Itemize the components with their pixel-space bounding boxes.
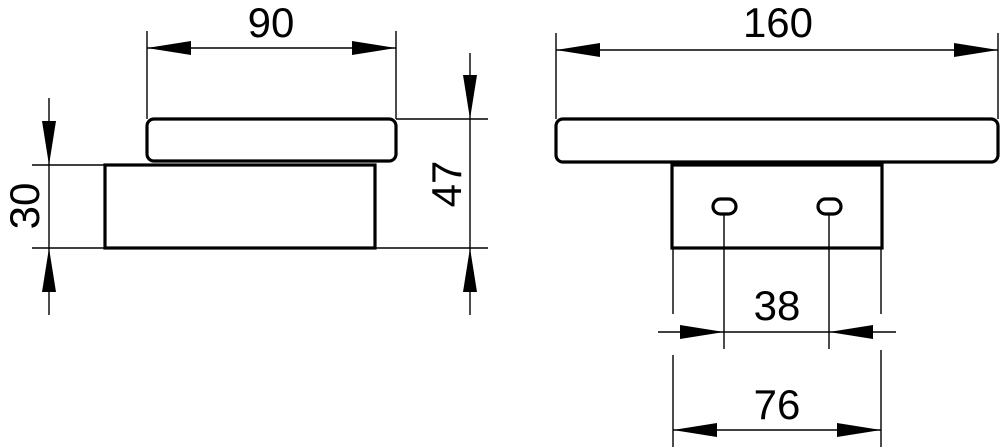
- mounting-slot-right: [816, 197, 843, 216]
- arrow-left-icon: [147, 41, 191, 55]
- side-view: 90 30 47: [1, 0, 488, 315]
- top-plate: [554, 117, 1000, 164]
- dimension-label-30: 30: [1, 183, 48, 230]
- dimension-hole-spacing: 38: [658, 214, 896, 349]
- arrow-left-icon: [556, 43, 600, 57]
- dimension-label-38: 38: [754, 282, 801, 329]
- arrow-up-icon: [42, 248, 56, 292]
- dimension-width-top: 160: [555, 0, 999, 119]
- arrow-down-icon: [42, 121, 56, 165]
- dimension-label-90: 90: [248, 0, 295, 46]
- dimension-label-47: 47: [423, 161, 470, 208]
- arrow-left-icon: [829, 325, 873, 339]
- dimension-height-base: 30: [1, 98, 105, 315]
- arrow-right-icon: [680, 325, 724, 339]
- arrow-down-icon: [463, 75, 477, 119]
- arrow-right-icon: [352, 41, 396, 55]
- dimension-label-160: 160: [743, 0, 813, 46]
- wall-bracket: [670, 163, 884, 250]
- base-block: [103, 163, 377, 250]
- dimension-label-76: 76: [754, 381, 801, 428]
- dimension-width-top: 90: [146, 0, 397, 119]
- arrow-right-icon: [837, 423, 881, 437]
- front-view: 160 38 76: [554, 0, 1000, 447]
- arrow-left-icon: [673, 423, 717, 437]
- top-plate: [145, 117, 398, 163]
- arrow-right-icon: [954, 43, 998, 57]
- dimension-bracket-width: 76: [672, 248, 882, 447]
- mounting-slot-left: [711, 197, 738, 216]
- arrow-up-icon: [463, 248, 477, 292]
- dimension-height-total: 47: [375, 53, 488, 315]
